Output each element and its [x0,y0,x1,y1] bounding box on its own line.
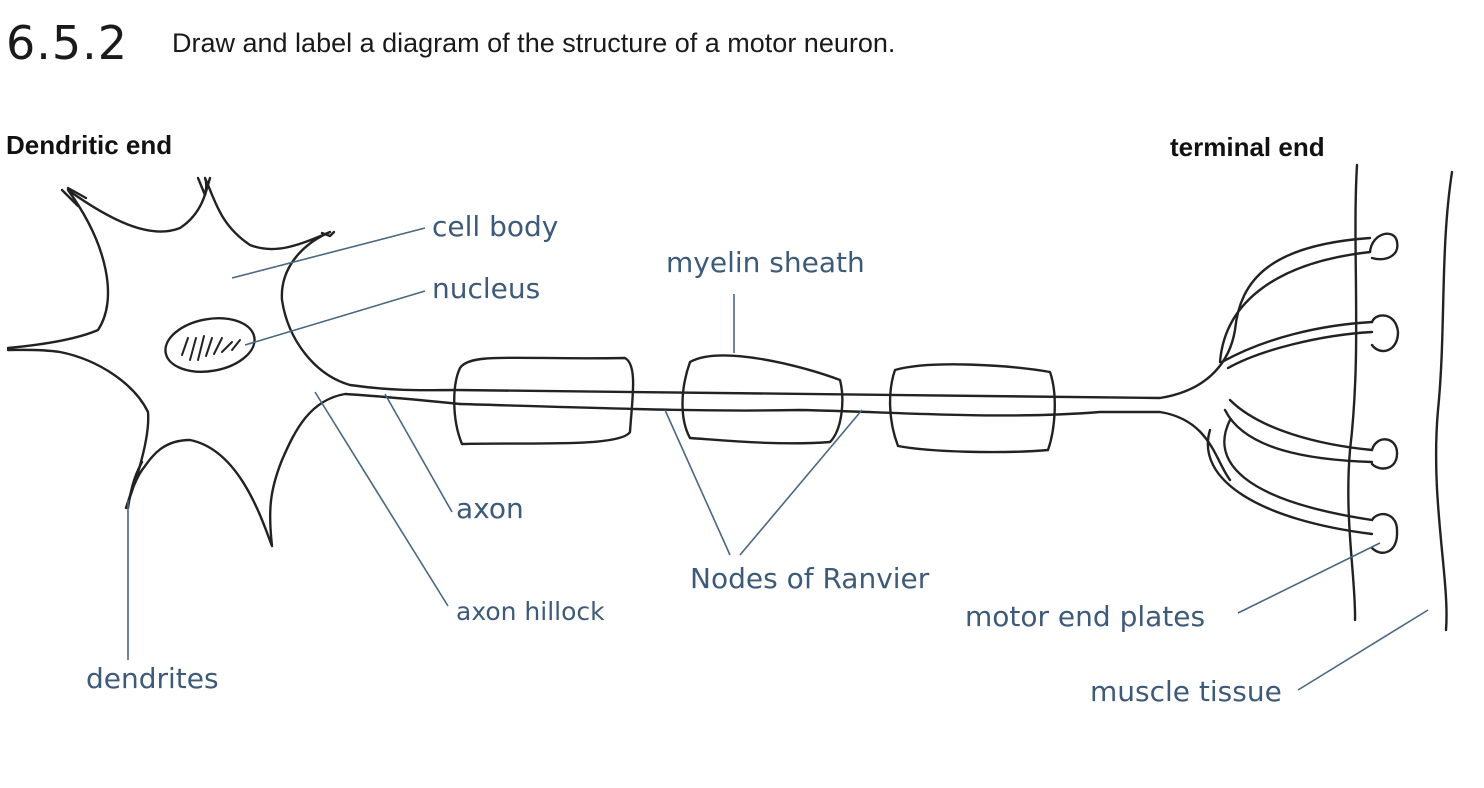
nucleus-chromatin [181,335,241,361]
dendrite-tip-left-top [60,186,88,208]
terminal-end-label: terminal end [1170,132,1325,162]
label-nucleus: nucleus [432,272,541,305]
leader-axon-hillock [314,391,449,607]
leader-cell-body [231,227,426,279]
cell-body-outline [6,176,1372,548]
end-plate-knob-3 [1370,438,1399,470]
section-number: 6.5.2 [6,16,129,70]
leader-node-1 [664,409,731,556]
myelin-segment-3 [888,363,1056,454]
leader-nucleus [244,290,426,346]
label-axon-hillock: axon hillock [456,597,605,626]
terminal-branch-4 [1223,418,1374,522]
myelin-segment-1 [453,356,635,446]
terminal-branch-1 [1218,250,1372,364]
terminal-branch-3 [1228,398,1374,452]
terminal-branch-2 [1226,330,1374,370]
dendrite-tip-right [320,230,336,238]
muscle-tissue-line-inner [1347,163,1359,622]
label-nodes-of-ranvier: Nodes of Ranvier [690,562,930,595]
dendritic-end-label: Dendritic end [6,130,173,160]
leader-muscle-tissue [1297,609,1429,691]
muscle-tissue-line-outer [1434,170,1454,632]
label-axon: axon [456,492,524,525]
question-heading: Draw and label a diagram of the structur… [172,28,896,58]
label-cell-body: cell body [432,210,559,243]
end-plate-knob-2 [1370,314,1400,353]
terminal-branch-4-lower [1206,428,1374,536]
end-plate-knob-4 [1370,512,1399,554]
label-myelin-sheath: myelin sheath [666,246,865,279]
leader-axon [384,393,453,513]
dendrite-tip-bottom-left [126,460,144,510]
end-plate-knob-1 [1368,232,1399,261]
label-muscle-tissue: muscle tissue [1090,675,1282,708]
dendrite-tip-top [196,176,212,197]
nucleus-shape [164,317,256,373]
myelin-segment-2 [681,354,844,445]
label-motor-end-plates: motor end plates [965,600,1206,633]
label-dendrites: dendrites [86,662,219,695]
leader-motor-end-plates [1237,542,1381,614]
leader-node-2 [739,409,863,556]
terminal-branch-2-upper [1220,320,1374,364]
